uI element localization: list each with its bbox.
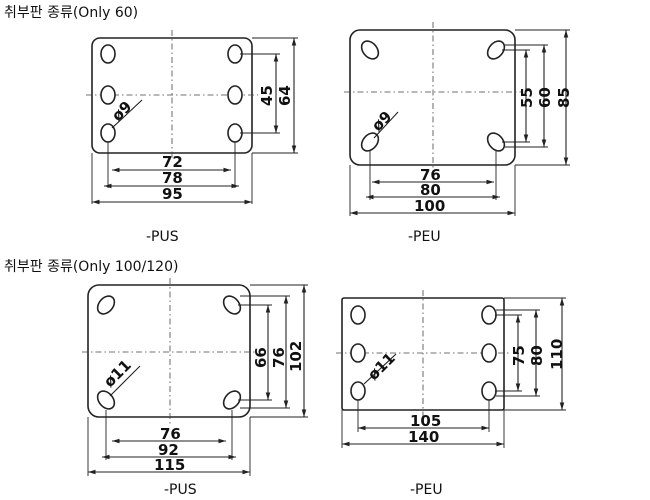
mounting-hole [227,123,243,143]
mounting-hole [360,40,380,60]
mounting-hole [96,295,116,315]
dim-label-45: 45 [258,85,276,106]
dim-label-72: 72 [162,153,183,171]
dim-label-115: 115 [154,456,185,474]
dim-label-76: 76 [420,166,441,184]
mounting-hole [481,305,497,325]
plate-pus-100-120: ø11 76 92 115 66 76 102 -PUS [82,278,308,498]
section-title-only-60: 취부판 종류(Only 60) [4,5,139,21]
plate-outline [349,29,516,166]
dim-label-60: 60 [536,87,554,108]
plate-caption: -PUS [146,229,179,245]
dim-label-92: 92 [158,441,179,459]
hole-leader-line [373,111,399,139]
dim-label-102: 102 [287,341,305,372]
dim-label-105: 105 [410,412,441,430]
mounting-hole [222,390,242,410]
dim-label-75: 75 [510,345,528,366]
hole-leader-line [111,99,143,129]
hole-leader-line [109,365,141,397]
hole-leader-line [363,353,397,385]
dim-label-140: 140 [408,428,439,446]
mounting-hole [486,132,506,152]
mounting-hole [227,85,243,105]
mounting-hole [350,305,366,325]
dim-label-55: 55 [518,87,536,108]
mounting-hole [486,40,506,60]
dim-label-100: 100 [414,197,445,215]
mounting-hole [350,381,366,401]
mounting-hole [227,44,243,64]
dim-label-85: 85 [555,87,573,108]
dim-label-110: 110 [548,339,566,370]
dim-label-80: 80 [528,345,546,366]
plate-caption: -PEU [408,229,441,245]
plate-pus-60: ø9 72 78 95 45 64 -PUS [86,30,298,245]
mounting-hole [222,295,242,315]
mounting-hole [481,381,497,401]
mounting-hole [100,44,116,64]
dim-label-78: 78 [162,169,183,187]
dim-label-95: 95 [162,185,183,203]
mounting-hole [481,343,497,363]
plate-peu-60: ø9 76 80 100 55 60 85 -PEU [344,22,573,245]
plate-caption: -PEU [410,482,443,498]
dim-label-64: 64 [276,85,294,106]
dim-label-80: 80 [420,181,441,199]
section-title-only-100-120: 취부판 종류(Only 100/120) [4,259,179,275]
dim-label-66: 66 [252,347,270,368]
dim-label-76: 76 [160,425,181,443]
plate-caption: -PUS [164,482,197,498]
dim-label-76-vertical: 76 [270,347,288,368]
plate-outline [87,284,251,418]
mounting-hole [350,343,366,363]
plate-peu-100-120: ø11 105 140 75 80 110 -PEU [336,290,566,498]
mounting-hole [100,85,116,105]
